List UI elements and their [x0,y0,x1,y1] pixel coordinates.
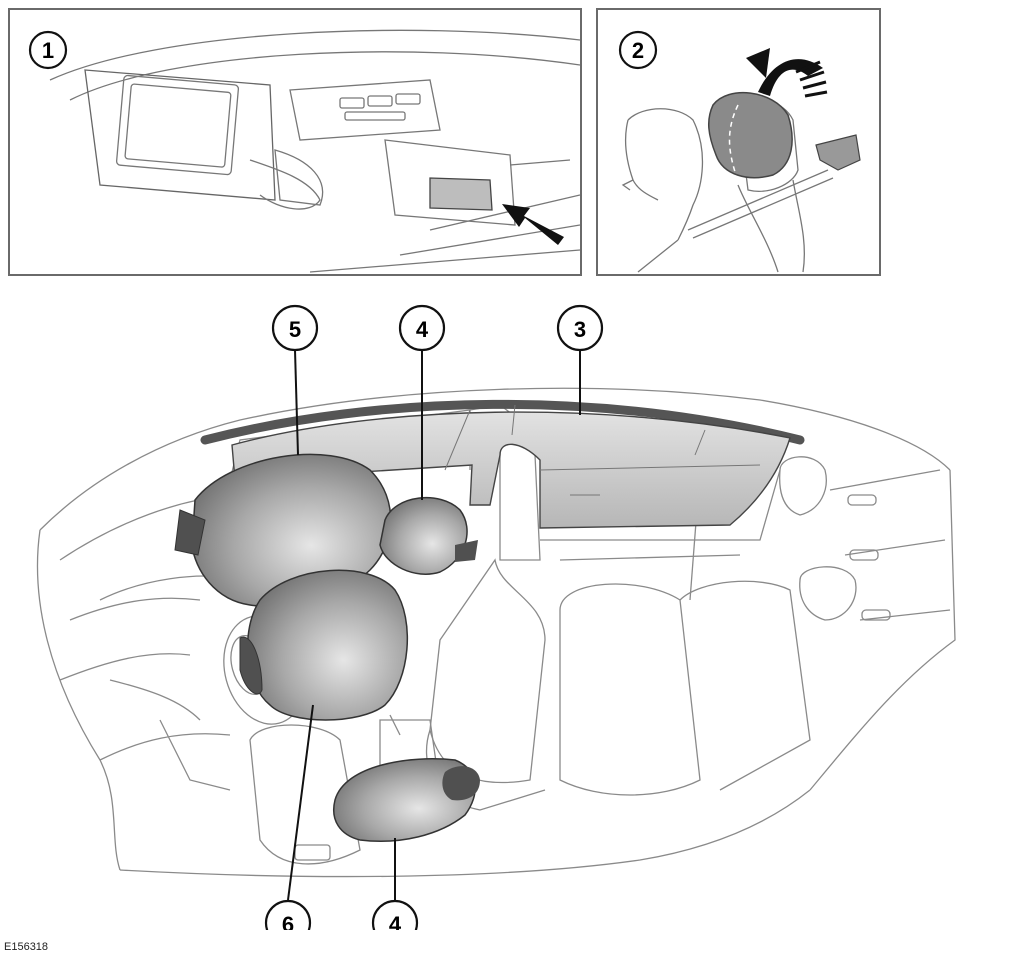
reference-code: E156318 [4,941,49,953]
callout-4-top-label: 4 [416,317,429,342]
callout-leaders [287,349,581,901]
front-side-airbag [379,497,468,575]
visor-indicator-panel: 1 [8,8,582,276]
cabin-airbag-diagram: 5 4 3 6 4 [0,290,1024,947]
head-airbag-shape [708,91,793,179]
passenger-front-airbag-upper [191,453,392,607]
driver-airbag [246,569,409,721]
seat-side-airbag [333,758,476,843]
visor-illustration: 1 [28,29,580,273]
callout-1-circle [28,30,68,70]
callout-6-label: 6 [282,912,294,930]
callout-2-label: 2 [632,38,644,63]
callout-3-label: 3 [574,317,586,342]
callout-1-label: 1 [42,38,54,63]
curtain-airbag [231,411,791,529]
cabin-illustration: 5 4 3 6 4 [36,304,956,947]
callout-4-top-circle [398,304,446,352]
callout-5-circle [271,304,319,352]
roof-rail [200,399,805,445]
callout-5-label: 5 [289,317,301,342]
callout-2-circle [618,30,658,70]
press-arrow-icon [502,204,564,245]
callout-3-circle [556,304,604,352]
head-restraint-illustration: 2 [618,30,861,273]
callout-4-bottom-label: 4 [389,912,402,930]
head-restraint-panel: 2 [596,8,881,276]
